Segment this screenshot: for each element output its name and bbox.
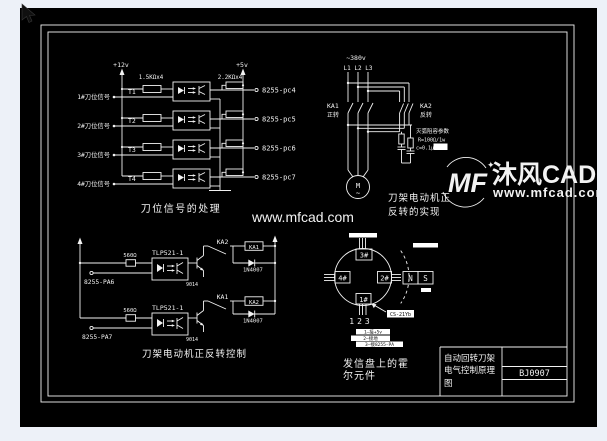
hall-sensor-4: 4# [338,275,347,283]
brand-url: www.mfcad.com [492,185,607,200]
magnet-n: N [408,274,413,283]
resistor-label: 560Ω [123,308,137,314]
rc-snubber [397,125,415,164]
legend-highlight-1 [356,329,390,335]
ka1-sub-label: 正转 [327,111,339,119]
highlight-block [421,288,431,292]
resistor-array-left-label: 1.5KΩx4 [139,75,164,81]
drawing-title-line1: 自动回转刀架 [444,353,496,364]
control-row-1: 560Ω TLP521-1 8255-PA6 9014 KA2 KA1 1N40… [80,238,275,288]
opto-label: TLP521-1 [152,249,183,257]
motor-wave: ~ [356,190,360,198]
transistor-label: 9014 [186,282,198,288]
sensor-label-highlight [387,310,414,318]
hall-sensor-2: 2# [380,275,389,283]
signal-row-4: 4#刀位信号 T4 8255-pc7 [77,168,296,189]
ka2-label: KA2 [420,102,432,110]
brand-name: 沐风CAD [492,161,596,189]
logo-sparkle-icon: ✦ [487,160,495,170]
resistor-array-right-label: 2.2KΩx4 [218,75,243,81]
transistor-label: 9014 [186,337,198,343]
ka1-label: KA1 [327,102,339,110]
input-port-label: 8255-PA6 [84,279,115,286]
magnet-s: S [423,274,428,283]
section-c-title: 刀架电动机正反转控制 [142,348,247,360]
section-b-caption-1: 刀架电动机正 [388,192,451,204]
logo-swirl-bottom [442,191,485,208]
sensor-model-label: CS-21Yb [390,312,411,318]
highlight-block [349,233,377,238]
section-b-caption-2: 反转的实现 [388,206,441,218]
signal-processing-section: +12v +5v 1.5KΩx4 2.2KΩx4 1#刀位信号 T1 8255-… [77,61,296,215]
relay-coil-label: KA1 [249,245,259,251]
output-label: 8255-pc7 [262,173,296,181]
section-a-title: 刀位信号的处理 [141,202,222,215]
control-row-2: 560Ω TLP521-1 8255-PA7 9014 KA1 KA2 1N40… [80,293,275,343]
highlight-block [413,243,438,248]
hall-sensor-3: 3# [360,252,369,260]
vcc-12v-label: +12v [113,61,129,69]
hall-disc-section: 3# 4# 2# 1# 123 N S CS-21Yb 1—接+5 [324,233,438,382]
logo-mf: MF [448,168,488,198]
output-label: 8255-pc6 [262,144,296,152]
input-label: 4#刀位信号 [77,179,110,188]
mouse-cursor [21,3,36,23]
center-watermark-url: www.mfcad.com [251,209,354,225]
input-port-label: 8255-PA7 [82,334,113,341]
relay-coil-label: KA2 [249,300,259,306]
legend-2: 2—接地 [363,335,378,342]
drawing-canvas [20,8,597,427]
rc-capacitance: c=0.1μ [416,146,434,152]
input-label: 2#刀位信号 [77,121,110,130]
signal-row-2: 2#刀位信号 T2 8255-pc5 [77,110,296,131]
highlight-block [433,143,448,150]
opto-tag: T4 [128,175,136,183]
outer-border [40,24,575,403]
opto-tag: T2 [128,117,136,125]
hall-sensor-1: 1# [359,296,368,304]
opto-tag: T1 [128,88,136,96]
inner-border [47,31,568,397]
input-label: 1#刀位信号 [77,92,110,101]
legend-highlight-2 [351,335,390,341]
rc-title: 灭弧阻容参数 [416,127,450,135]
motor-letter: M [356,182,360,190]
interlock-contact-label: KA1 [217,293,229,301]
motor-symbol [346,175,370,199]
phase-labels: L1 L2 L3 [344,65,373,72]
rc-resistance: R=100Ω/1w [418,138,446,144]
section-d-caption-1: 发信盘上的霍 [343,357,409,370]
logo-swirl-top [446,157,487,169]
section-d-caption-2: 尔元件 [343,369,376,382]
opto-tag: T3 [128,146,136,154]
opto-label: TLP521-1 [152,304,183,312]
drawing-number: BJ0907 [519,369,550,379]
legend-1: 1—接+5v [364,329,382,336]
pin-numbers: 123 [349,317,372,326]
supply-label: ~380v [346,54,366,62]
legend-highlight-3 [356,341,403,347]
signal-row-3: 3#刀位信号 T3 8255-pc6 [77,139,296,160]
interlock-contact-label: KA2 [217,238,229,246]
power-circuit-section: ~380v L1 L2 L3 KA1 正转 KA2 反转 [327,54,451,218]
title-block: 自动回转刀架 电气控制原理 图 BJ0907 [439,346,567,396]
input-label: 3#刀位信号 [77,150,110,159]
resistor-label: 560Ω [123,253,137,259]
diode-label: 1N4007 [243,319,263,325]
signal-row-1: 1#刀位信号 T1 8255-pc4 [77,81,296,102]
control-circuit-section: 560Ω TLP521-1 8255-PA6 9014 KA2 KA1 1N40… [77,235,278,360]
vcc-5v-label: +5v [236,61,248,69]
output-label: 8255-pc5 [262,115,296,123]
drawing-title-line3: 图 [444,379,453,389]
diode-label: 1N4007 [243,268,263,274]
rotation-arc [400,250,410,304]
legend-3: 3—接8255-PA [365,341,394,348]
output-label: 8255-pc4 [262,86,296,94]
drawing-title-line2: 电气控制原理 [444,365,496,376]
ka2-sub-label: 反转 [420,111,432,119]
brand-watermark: MF ✦ 沐风CAD www.mfcad.com [442,157,607,208]
